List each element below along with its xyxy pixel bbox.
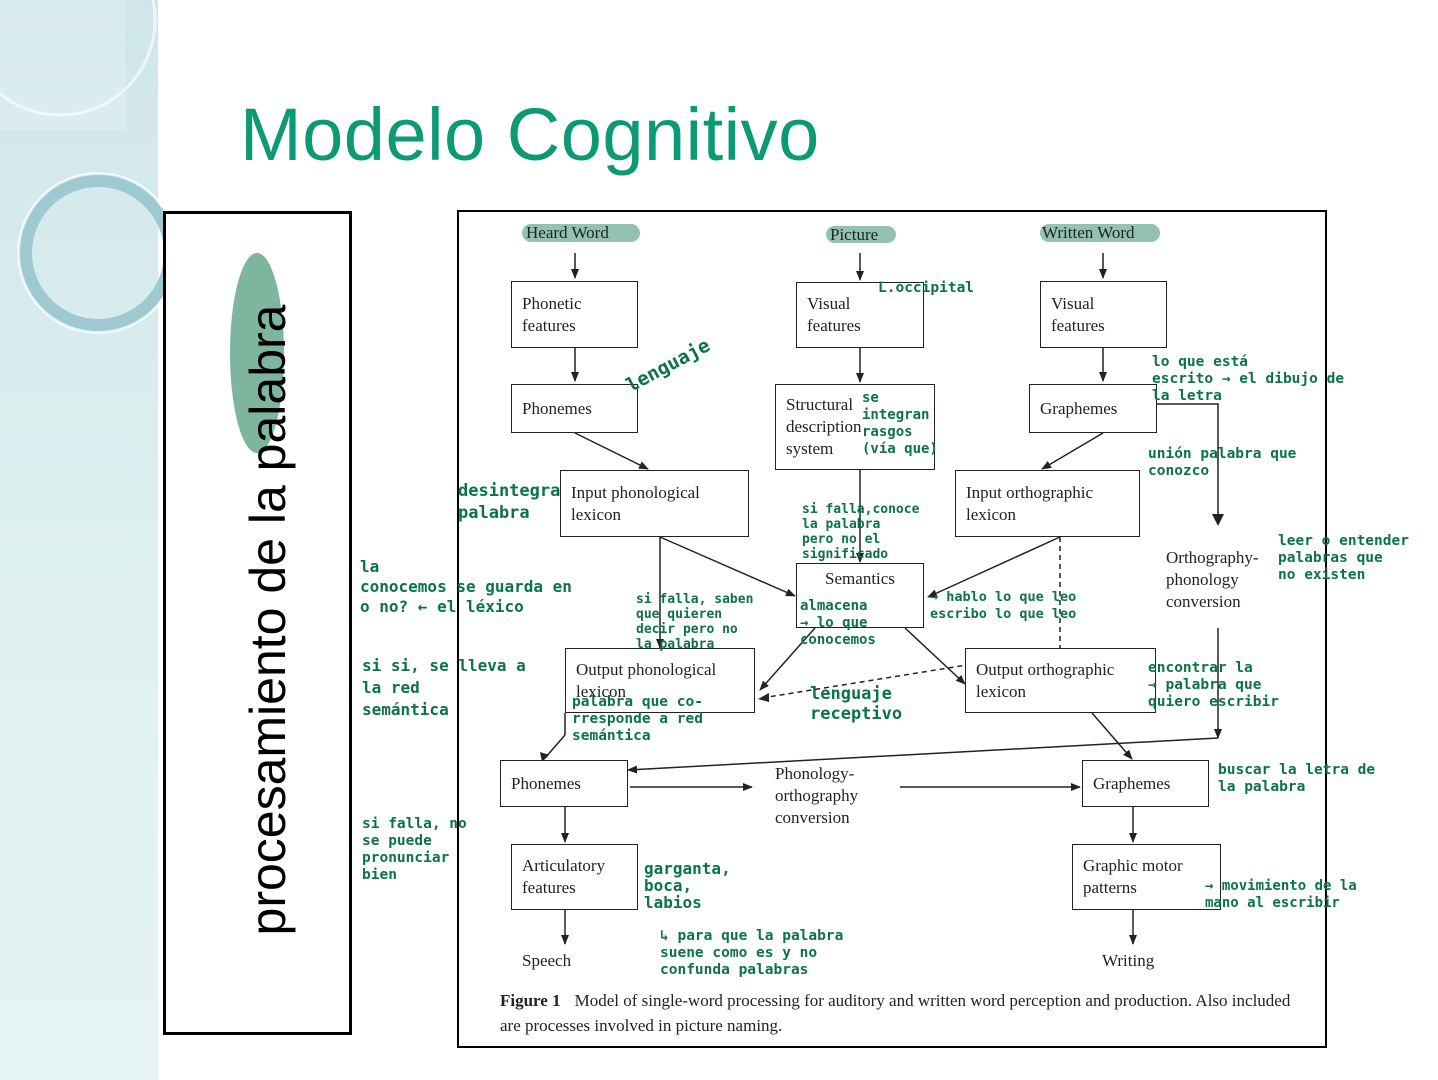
note-desintegra: desintegra palabra — [458, 481, 561, 523]
note-para-que: ↳ para que la palabra suene como es y no… — [660, 928, 844, 978]
note-lenguaje-receptivo: lenguaje receptivo — [810, 684, 903, 724]
input-orthographic-lexicon-box: Input orthographic lexicon — [955, 470, 1140, 537]
note-si-falla-pronunciar: si falla, no se puede pronunciar bien — [362, 816, 467, 883]
note-almacena: almacena → lo que conocemos — [800, 598, 876, 648]
palabra-highlight — [230, 253, 284, 453]
decorative-rings — [0, 0, 179, 334]
graphemes-output-box: Graphemes — [1082, 760, 1209, 807]
picture-label: Picture — [830, 225, 879, 244]
caption-label: Figure 1 — [500, 991, 561, 1010]
graphic-motor-patterns-box: Graphic motor patterns — [1072, 844, 1221, 910]
note-hablo-lo-que: → hablo lo que leo escribo lo que leo — [930, 589, 1077, 622]
visual-features-written-box: Visual features — [1040, 281, 1167, 348]
semantics-box: Semantics — [796, 563, 924, 628]
note-movimiento: → movimiento de la mano al escribir — [1205, 878, 1357, 911]
written-word-highlight — [1040, 224, 1160, 242]
note-union-palabra: unión palabra que conozco — [1148, 446, 1297, 479]
note-lo-que-esta: lo que está escrito → el dibujo de la le… — [1152, 354, 1345, 404]
output-phonological-lexicon-box: Output phonological lexicon — [565, 648, 755, 713]
articulatory-features-box: Articulatory features — [511, 844, 638, 910]
note-si-falla-saben: si falla, saben que quieren decir pero n… — [636, 592, 754, 652]
writing-label: Writing — [1102, 951, 1155, 970]
written-word-label: Written Word — [1042, 223, 1135, 242]
note-se-integran: se integran rasgos (vía que) — [862, 390, 938, 457]
note-encontrar-palabra: encontrar la → palabra que quiero escrib… — [1148, 660, 1279, 710]
picture-highlight — [826, 226, 896, 243]
structural-description-box: Structural description system — [775, 384, 935, 470]
note-si-falla-conoce: si falla,conoce la palabra pero no el si… — [802, 502, 920, 562]
note-si-si: si si, se lleva a la red semántica — [362, 656, 526, 719]
input-phonological-lexicon-box: Input phonological lexicon — [560, 470, 749, 537]
graphemes-input-box: Graphemes — [1029, 384, 1157, 433]
slide-title: Modelo Cognitivo — [240, 93, 820, 176]
phonemes-output-box: Phonemes — [500, 760, 628, 807]
note-la-conocemos: la conocemos se guarda en o no? ← el léx… — [360, 557, 572, 616]
note-buscar-letra: buscar la letra de la palabra — [1218, 762, 1376, 795]
caption-text: Model of single-word processing for audi… — [500, 991, 1291, 1035]
phonemes-input-box: Phonemes — [511, 384, 638, 433]
output-orthographic-lexicon-box: Output orthographic lexicon — [965, 648, 1156, 713]
visual-features-picture-box: Visual features — [796, 282, 924, 348]
heard-word-highlight — [522, 224, 640, 242]
note-occipital: L.occipital — [878, 280, 975, 296]
phonology-orthography-label: Phonology- orthography conversion — [775, 764, 859, 827]
note-palabra-corresponde: palabra que co- rresponde a red semántic… — [572, 694, 703, 744]
heard-word-label: Heard Word — [526, 223, 609, 242]
orthography-phonology-label: Orthography- phonology conversion — [1166, 548, 1259, 611]
phonetic-features-box: Phonetic features — [511, 281, 638, 348]
note-leer-entender: leer o entender palabras que no existen — [1278, 533, 1409, 583]
note-garganta: garganta, boca, labios — [644, 859, 731, 912]
speech-label: Speech — [522, 951, 572, 970]
